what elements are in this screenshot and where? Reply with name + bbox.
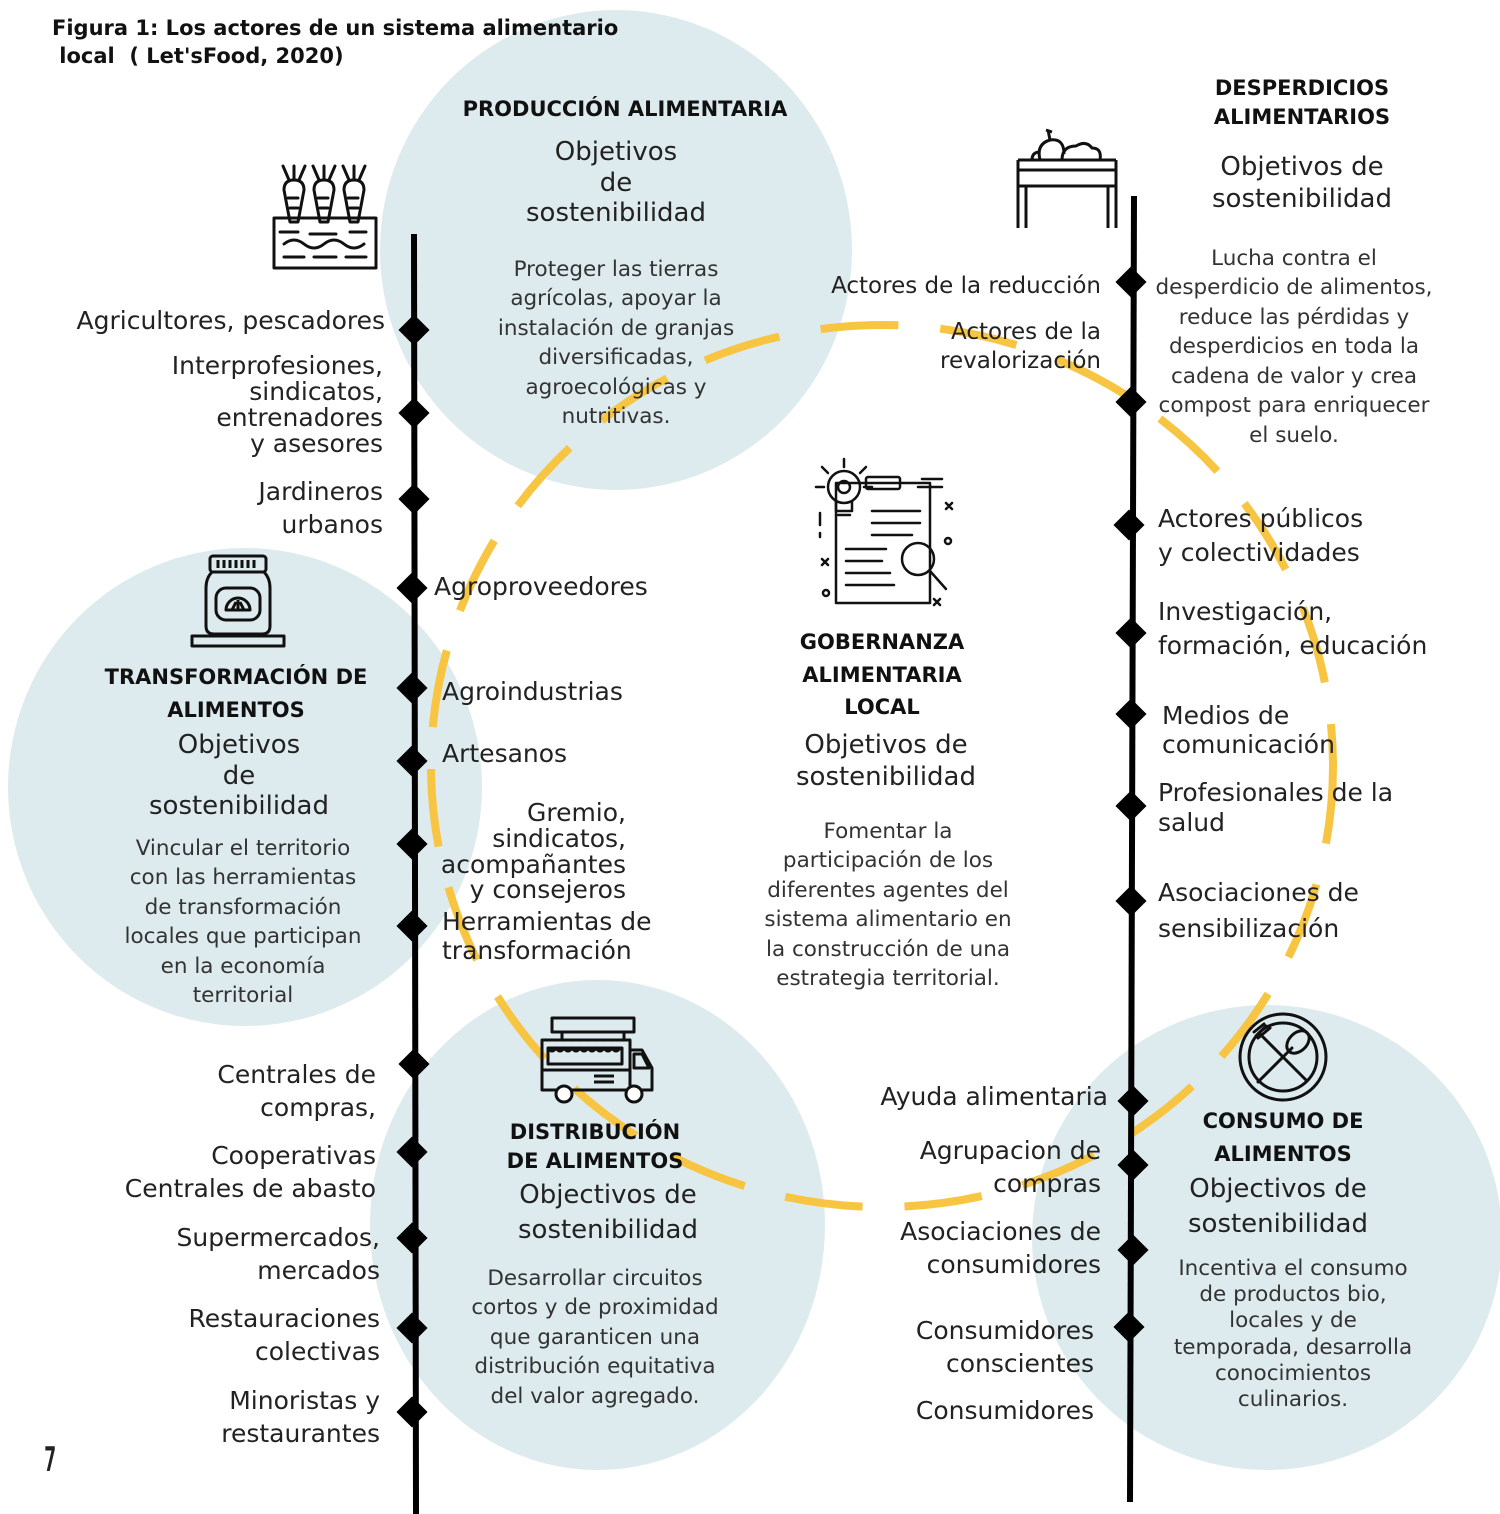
production-title: PRODUCCIÓN ALIMENTARIA bbox=[462, 97, 788, 121]
waste-objectives: Objetivos de sostenibilidad bbox=[1211, 152, 1392, 214]
actor-label: Minoristas y restaurantes bbox=[221, 1386, 380, 1448]
consumption-circle bbox=[1032, 1005, 1500, 1470]
transformation-title: TRANSFORMACIÓN DE ALIMENTOS bbox=[104, 665, 368, 722]
transformation-description: Vincular el territorio con las herramien… bbox=[124, 836, 362, 1009]
actor-label: Ayuda alimentaria bbox=[880, 1082, 1108, 1111]
distribution-description: Desarrollar circuitos cortos y de proxim… bbox=[471, 1266, 719, 1409]
production-objectives: Objetivos de sostenibilidad bbox=[525, 137, 706, 229]
governance-description: Fomentar la participación de los diferen… bbox=[764, 819, 1012, 992]
actor-label: Cooperativas Centrales de abasto bbox=[124, 1141, 376, 1203]
actor-label: Agroindustrias bbox=[442, 677, 623, 706]
actor-label: Asociaciones de consumidores bbox=[900, 1217, 1101, 1279]
actor-label: Gremio, sindicatos, acompañantes y conse… bbox=[440, 798, 626, 905]
page-number: 7 bbox=[44, 1440, 57, 1480]
waste-title: DESPERDICIOS ALIMENTARIOS bbox=[1213, 76, 1391, 130]
actor-label: Medios de comunicación bbox=[1162, 701, 1335, 759]
actor-label: Investigación, formación, educación bbox=[1158, 597, 1428, 660]
transformation-circle bbox=[8, 548, 482, 1026]
actor-label: Interprofesiones, sindicatos, entrenador… bbox=[171, 351, 383, 458]
consumption-description: Incentiva el consumo de productos bio, l… bbox=[1173, 1256, 1413, 1413]
figure-title: Figura 1: Los actores de un sistema alim… bbox=[52, 16, 619, 69]
actor-label: Agroproveedores bbox=[434, 572, 648, 601]
governance-title: GOBERNANZA ALIMENTARIA LOCAL bbox=[799, 630, 965, 720]
actor-label: Asociaciones de sensibilización bbox=[1158, 878, 1359, 943]
policy-document-icon bbox=[814, 457, 954, 607]
dashed-ring bbox=[427, 321, 1337, 1211]
actor-label: Centrales de compras, bbox=[217, 1060, 376, 1122]
actor-label: Actores públicos y colectividades bbox=[1158, 504, 1364, 567]
jar-icon bbox=[190, 554, 286, 648]
food-truck-icon bbox=[540, 1016, 654, 1104]
actor-label: Consumidores bbox=[915, 1396, 1094, 1425]
actor-label: Agricultores, pescadores bbox=[76, 306, 386, 335]
transformation-objectives: Objetivos de sostenibilidad bbox=[148, 730, 329, 822]
actor-label: Herramientas de transformación bbox=[442, 907, 652, 965]
consumption-objectives: Objectivos de sostenibilidad bbox=[1187, 1174, 1368, 1240]
actor-label: Artesanos bbox=[442, 739, 568, 768]
actor-label: Jardineros urbanos bbox=[258, 477, 383, 539]
production-description: Proteger las tierras agrícolas, apoyar l… bbox=[497, 257, 735, 430]
compost-bin-icon bbox=[1016, 128, 1118, 228]
distribution-title: DISTRIBUCIÓN DE ALIMENTOS bbox=[506, 1120, 684, 1174]
left-timeline bbox=[411, 233, 419, 1514]
consumption-title: CONSUMO DE ALIMENTOS bbox=[1202, 1109, 1364, 1166]
distribution-circle bbox=[370, 980, 825, 1470]
actor-label: Profesionales de la salud bbox=[1158, 778, 1394, 837]
actor-label: Actores de la revalorización bbox=[940, 319, 1101, 375]
actor-label: Actores de la reducción bbox=[831, 273, 1101, 299]
actor-label: Agrupacion de compras bbox=[919, 1136, 1101, 1198]
actor-label: Restauraciones colectivas bbox=[188, 1304, 380, 1366]
plate-cutlery-icon bbox=[1238, 1012, 1328, 1102]
actor-label: Consumidores conscientes bbox=[915, 1316, 1094, 1378]
distribution-objectives: Objectivos de sostenibilidad bbox=[517, 1180, 698, 1246]
governance-objectives: Objetivos de sostenibilidad bbox=[795, 730, 976, 792]
carrots-icon bbox=[272, 164, 378, 270]
actor-label: Supermercados, mercados bbox=[176, 1223, 380, 1285]
waste-description: Lucha contra el desperdicio de alimentos… bbox=[1155, 246, 1433, 448]
